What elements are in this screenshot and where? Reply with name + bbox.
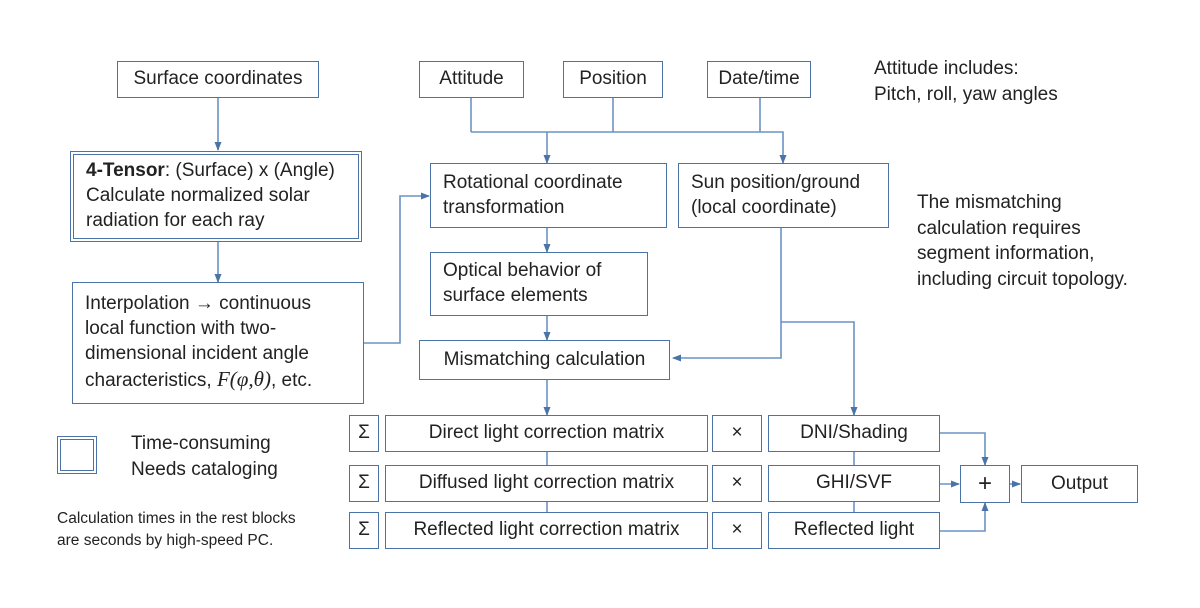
mismatch-note-line3: segment information,: [917, 243, 1095, 265]
date-time-box: Date/time: [707, 61, 811, 98]
times-diffused: ×: [712, 465, 762, 502]
optical-line2: surface elements: [443, 285, 588, 306]
interpolation-line3: dimensional incident angle: [85, 342, 309, 364]
direct-matrix-box: Direct light correction matrix: [385, 415, 708, 452]
connector-dni-to-sum: [940, 432, 989, 466]
connector-interpolation-to-rotational: [364, 192, 430, 344]
optical-line1: Optical behavior of: [443, 260, 602, 282]
calc-time-note-line2: are seconds by high-speed PC.: [57, 532, 274, 550]
interpolation-line4-start: characteristics,: [85, 370, 217, 392]
mismatch-note: The mismatching calculation requires seg…: [917, 190, 1128, 293]
sum-box: +: [960, 465, 1010, 503]
times-direct: ×: [712, 415, 762, 452]
times-direct-label: ×: [731, 422, 743, 444]
date-time-label: Date/time: [718, 68, 800, 90]
ghi-svf-label: GHI/SVF: [815, 472, 892, 494]
attitude-label: Attitude: [439, 68, 504, 90]
connector-bus-to-sun: [760, 131, 787, 164]
sun-position-line1: Sun position/ground: [691, 171, 861, 193]
connector-reflected-to-sum: [940, 502, 989, 532]
attitude-note-line2: Pitch, roll, yaw angles: [874, 83, 1058, 105]
rotational-line2: transformation: [443, 196, 565, 218]
times-reflected-label: ×: [731, 519, 743, 541]
optical-behavior-box: Optical behavior of surface elements: [430, 252, 648, 316]
attitude-note: Attitude includes: Pitch, roll, yaw angl…: [874, 56, 1058, 107]
sun-position-line2: (local coordinate): [691, 196, 837, 218]
rotational-box: Rotational coordinate transformation: [430, 163, 667, 228]
mismatch-note-line4: including circuit topology.: [917, 268, 1128, 290]
sigma-reflected-label: Σ: [358, 519, 370, 541]
interpolation-line2: local function with two-: [85, 317, 277, 339]
legend-line1: Time-consuming: [131, 433, 271, 454]
sigma-direct: Σ: [349, 415, 379, 452]
sigma-direct-label: Σ: [358, 422, 370, 444]
dni-shading-label: DNI/Shading: [800, 422, 908, 444]
interpolation-line1: Interpolation → continuous: [85, 293, 312, 315]
diffused-matrix-label: Diffused light correction matrix: [418, 472, 675, 494]
position-label: Position: [579, 68, 647, 90]
sigma-reflected: Σ: [349, 512, 379, 549]
tensor-line1: : (Surface) x (Angle): [164, 160, 335, 182]
interpolation-box: Interpolation → continuous local functio…: [72, 282, 364, 404]
sun-position-box: Sun position/ground (local coordinate): [678, 163, 889, 228]
dni-shading-box: DNI/Shading: [768, 415, 940, 452]
interpolation-formula: F(φ,θ): [216, 367, 271, 392]
attitude-box: Attitude: [419, 61, 524, 98]
sigma-diffused: Σ: [349, 465, 379, 502]
reflected-light-box: Reflected light: [768, 512, 940, 549]
legend-line2: Needs cataloging: [131, 458, 278, 480]
rotational-line1: Rotational coordinate: [443, 171, 623, 193]
direct-matrix-label: Direct light correction matrix: [428, 422, 665, 444]
output-label: Output: [1050, 472, 1109, 494]
calc-time-note: Calculation times in the rest blocks are…: [57, 508, 296, 553]
reflected-matrix-label: Reflected light correction matrix: [413, 519, 680, 541]
connector-sun-to-mismatching: [672, 228, 782, 362]
interpolation-line4-end: , etc.: [270, 370, 313, 392]
connector-sun-to-dni: [781, 321, 858, 416]
times-diffused-label: ×: [731, 472, 743, 494]
mismatch-note-line1: The mismatching: [917, 192, 1062, 213]
mismatch-note-line2: calculation requires: [917, 217, 1081, 239]
tensor-box: 4-Tensor: (Surface) x (Angle) Calculate …: [70, 151, 362, 242]
reflected-light-label: Reflected light: [793, 519, 915, 541]
tensor-line3: radiation for each ray: [86, 209, 265, 231]
legend-text: Time-consuming Needs cataloging: [131, 431, 278, 482]
calc-time-note-line1: Calculation times in the rest blocks: [57, 510, 296, 527]
tensor-bold-label: 4-Tensor: [86, 160, 165, 182]
sigma-diffused-label: Σ: [358, 472, 370, 494]
surface-coordinates-label: Surface coordinates: [133, 68, 303, 90]
tensor-line2: Calculate normalized solar: [86, 185, 310, 207]
mismatching-calculation-box: Mismatching calculation: [419, 340, 670, 380]
ghi-svf-box: GHI/SVF: [768, 465, 940, 502]
position-box: Position: [563, 61, 663, 98]
reflected-matrix-box: Reflected light correction matrix: [385, 512, 708, 549]
output-box: Output: [1021, 465, 1138, 503]
times-reflected: ×: [712, 512, 762, 549]
sum-label: +: [977, 470, 992, 498]
attitude-note-line1: Attitude includes:: [874, 58, 1019, 79]
surface-coordinates-box: Surface coordinates: [117, 61, 319, 98]
mismatching-calculation-label: Mismatching calculation: [443, 348, 646, 370]
diffused-matrix-box: Diffused light correction matrix: [385, 465, 708, 502]
legend-time-consuming-swatch: [57, 436, 97, 474]
